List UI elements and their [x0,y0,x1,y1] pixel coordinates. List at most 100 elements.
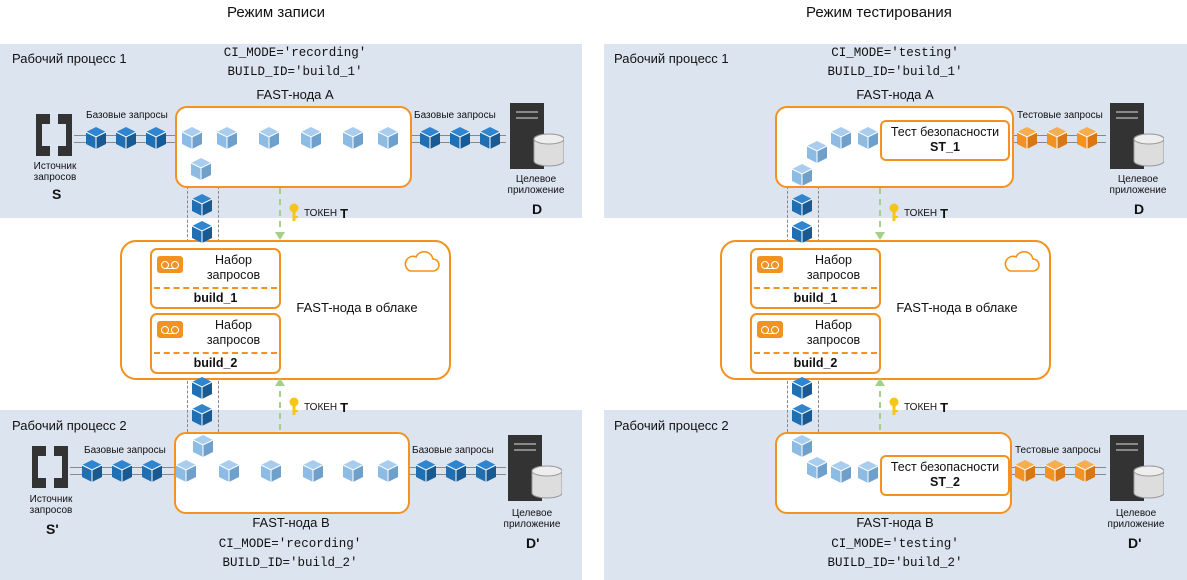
cloud-node-label: FAST-нода в облаке [296,300,418,315]
request-cube-icon [216,127,238,149]
build-id-var: BUILD_ID='build_1' [827,65,963,79]
target-app-id: D [1134,201,1145,217]
request-cube-icon [85,127,107,149]
target-app-id: D' [526,535,540,551]
token-arrow [275,188,285,240]
request-cube-icon [475,460,497,482]
request-cube-icon [190,158,212,180]
security-test-st-2: Тест безопасности ST_2 [880,455,1010,496]
request-cube-icon [830,461,852,483]
request-cube-icon [791,404,813,426]
recording-icon [757,256,783,273]
request-source-label: Источник запросов [29,494,73,516]
left-title: Режим записи [227,4,326,21]
connector-column [787,376,819,432]
ci-mode-var: CI_MODE='recording' [223,46,367,60]
workflow-2-label: Рабочий процесс 2 [12,418,127,433]
connector-column [187,376,219,432]
request-source-label: Источник запросов [33,161,77,183]
request-cube-icon [192,435,214,457]
request-set-title: Набор запросов [206,253,261,282]
target-app-label: Целевое приложение [1109,174,1167,196]
target-server-icon [1110,103,1164,169]
request-cube-icon [806,141,828,163]
request-set-build-1: Набор запросов build_1 [750,248,881,309]
security-test-id: ST_1 [930,140,960,154]
build-id-label: build_1 [793,291,838,305]
request-cube-icon [191,221,213,243]
token-arrow [875,378,885,430]
token-arrow [275,378,285,430]
request-cube-icon [479,127,501,149]
build-id-var: BUILD_ID='build_1' [227,65,363,79]
request-cube-icon [1076,127,1098,149]
request-set-build-1: Набор запросов build_1 [150,248,281,309]
request-source-icon [32,446,68,488]
request-cube-icon [791,164,813,186]
token-letter: T [940,205,949,221]
request-cube-icon [260,460,282,482]
cloud-icon [404,251,440,272]
request-cube-icon [258,127,280,149]
target-app-label: Целевое приложение [503,508,561,530]
security-test-st-1: Тест безопасности ST_1 [880,120,1010,161]
request-cube-icon [1014,460,1036,482]
request-cube-icon [377,460,399,482]
request-cube-icon [302,460,324,482]
security-test-id: ST_2 [930,475,960,489]
request-set-build-2: Набор запросов build_2 [750,313,881,374]
build-id-label: build_2 [793,356,838,370]
workflow-1-label: Рабочий процесс 1 [12,51,127,66]
fast-node-b-label: FAST-нода B [856,515,934,530]
request-source-icon [36,114,72,156]
request-cube-icon [191,404,213,426]
request-cube-icon [1046,127,1068,149]
request-cube-icon [791,377,813,399]
request-cube-icon [445,460,467,482]
request-set-title: Набор запросов [806,253,861,282]
target-server-icon [508,435,562,501]
token-letter: T [940,399,949,415]
request-cube-icon [1074,460,1096,482]
divider [154,287,277,289]
request-cube-icon [175,460,197,482]
request-cube-icon [791,194,813,216]
incoming-requests-label: Базовые запросы [86,110,168,121]
request-cube-icon [857,461,879,483]
request-cube-icon [791,221,813,243]
request-cube-icon [111,460,133,482]
token-arrow [875,188,885,240]
incoming-requests-label: Базовые запросы [84,445,166,456]
request-cube-icon [342,127,364,149]
request-cube-icon [141,460,163,482]
request-set-title: Набор запросов [806,318,861,347]
fast-node-b-label: FAST-нода B [252,515,330,530]
token-letter: T [340,205,349,221]
recording-icon [157,321,183,338]
request-cube-icon [806,457,828,479]
request-cube-icon [857,127,879,149]
request-cube-icon [191,377,213,399]
build-id-var: BUILD_ID='build_2' [222,556,358,570]
ci-mode-var: CI_MODE='testing' [831,537,959,551]
request-cube-icon [449,127,471,149]
target-server-icon [510,103,564,169]
cloud-icon [1004,251,1040,272]
target-app-label: Целевое приложение [1107,508,1165,530]
request-cube-icon [181,127,203,149]
request-cube-icon [377,127,399,149]
outgoing-requests-label: Базовые запросы [414,110,496,121]
outgoing-requests-label: Базовые запросы [412,445,494,456]
token-word: ТОКЕН [904,401,938,413]
token-word: ТОКЕН [304,207,338,219]
request-cube-icon [1016,127,1038,149]
build-id-label: build_2 [193,356,238,370]
request-set-title: Набор запросов [206,318,261,347]
build-id-label: build_1 [193,291,238,305]
target-server-icon [1110,435,1164,501]
request-cube-icon [419,127,441,149]
request-source-id: S [52,186,62,202]
